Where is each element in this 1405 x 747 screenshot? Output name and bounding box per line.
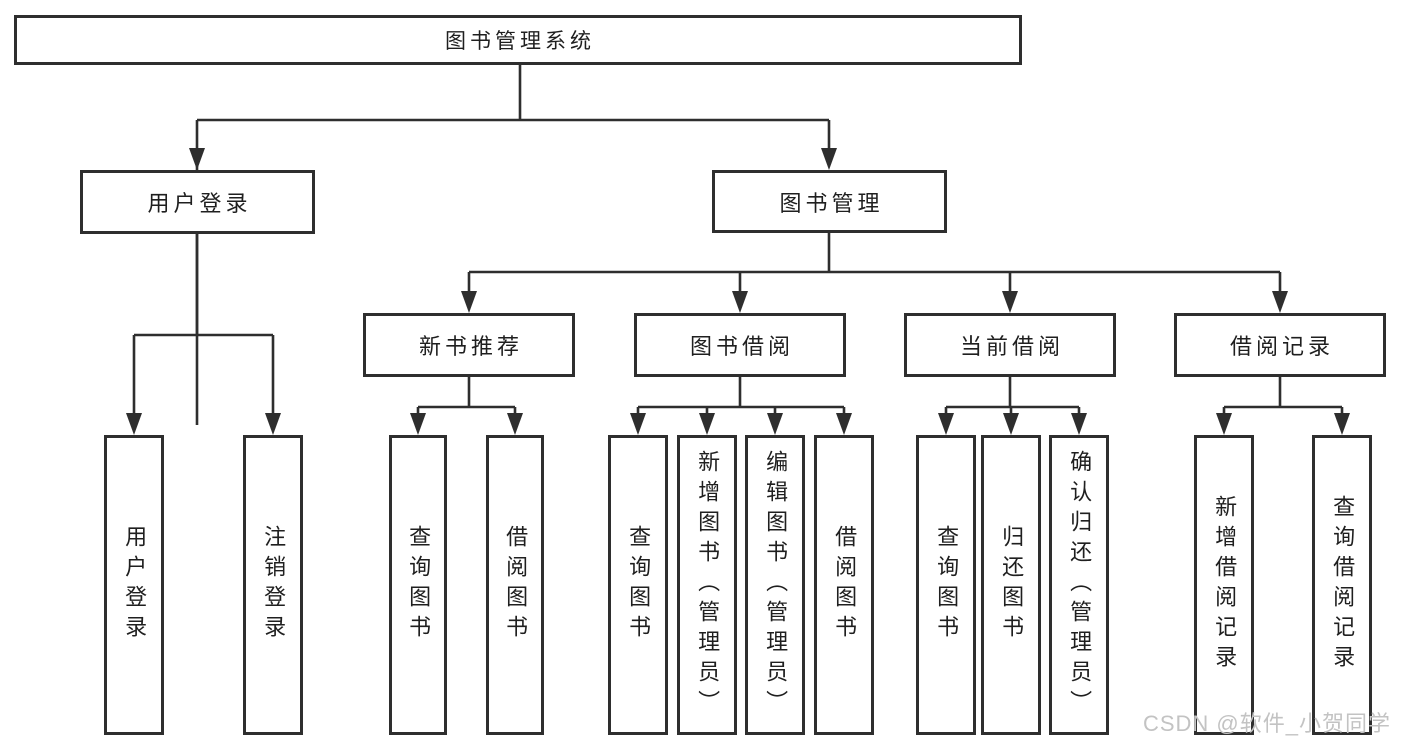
arrowhead-icon <box>1216 413 1232 435</box>
arrowhead-icon <box>821 148 837 170</box>
watermark: CSDN @软件_小贺同学 <box>1142 711 1391 736</box>
node-current-borrow: 当前借阅 <box>904 313 1116 377</box>
arrowhead-icon <box>938 413 954 435</box>
leaf-logout: 注销登录 <box>243 435 303 735</box>
node-book-management: 图书管理 <box>712 170 947 233</box>
leaf-borrow-edit-book: 编辑图书（管理员） <box>745 435 805 735</box>
arrowhead-icon <box>461 291 477 313</box>
connector-book-management-split <box>467 233 1282 306</box>
node-user-login: 用户登录 <box>80 170 315 234</box>
connector-new-book-split <box>416 377 517 425</box>
arrowhead-icon <box>767 413 783 435</box>
node-root: 图书管理系统 <box>14 15 1022 65</box>
arrowhead-icon <box>1002 291 1018 313</box>
arrowhead-icon <box>836 413 852 435</box>
leaf-records-add-record: 新增借阅记录 <box>1194 435 1254 735</box>
arrowhead-icon <box>1003 413 1019 435</box>
arrowheads <box>126 148 1350 435</box>
arrowhead-icon <box>630 413 646 435</box>
leaf-current-confirm-return: 确认归还（管理员） <box>1049 435 1109 735</box>
leaf-newbook-query-book: 查询图书 <box>389 435 447 735</box>
node-borrow-records: 借阅记录 <box>1174 313 1386 377</box>
arrowhead-icon <box>1272 291 1288 313</box>
leaf-newbook-borrow-book: 借阅图书 <box>486 435 544 735</box>
arrowhead-icon <box>732 291 748 313</box>
connector-book-borrow-split <box>636 377 846 425</box>
node-new-book-recommend: 新书推荐 <box>363 313 575 377</box>
arrowhead-icon <box>1334 413 1350 435</box>
arrowhead-icon <box>126 413 142 435</box>
arrowhead-icon <box>699 413 715 435</box>
arrowhead-icon <box>265 413 281 435</box>
leaf-borrow-add-book: 新增图书（管理员） <box>677 435 737 735</box>
leaf-current-return-book: 归还图书 <box>981 435 1041 735</box>
node-book-borrow: 图书借阅 <box>634 313 846 377</box>
connector-user-login-split <box>132 234 275 425</box>
arrowhead-icon <box>507 413 523 435</box>
arrowhead-icon <box>189 148 205 170</box>
leaf-current-query-book: 查询图书 <box>916 435 976 735</box>
arrowhead-icon <box>410 413 426 435</box>
connector-borrow-records-split <box>1222 377 1344 425</box>
leaf-borrow-borrow-book: 借阅图书 <box>814 435 874 735</box>
connector-root-split <box>195 65 831 425</box>
leaf-borrow-query-book: 查询图书 <box>608 435 668 735</box>
arrowhead-icon <box>1071 413 1087 435</box>
leaf-user-login: 用户登录 <box>104 435 164 735</box>
leaf-records-query-record: 查询借阅记录 <box>1312 435 1372 735</box>
